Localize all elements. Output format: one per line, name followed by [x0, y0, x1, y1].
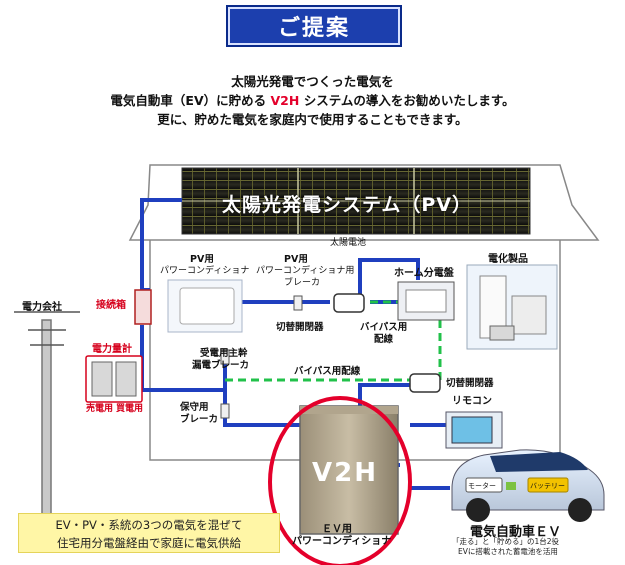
bypass-label-1: バイパス用 [360, 322, 408, 333]
intro-line-1: 太陽光発電でつくった電気を [231, 74, 394, 89]
bypass-wiring-lines [225, 300, 442, 382]
ev-car [451, 449, 605, 522]
proposal-title: ご提案 [277, 16, 350, 41]
intro-v2h-highlight: V2H [270, 93, 300, 108]
buy-label: 買電用 [116, 404, 144, 414]
v2h-label: V2H [312, 458, 378, 488]
switch-label-2: 切替開閉器 [446, 378, 494, 389]
intro-line-3: 更に、貯めた電気を家庭内で使用することもできます。 [157, 112, 468, 127]
main-breaker-label-1: 受電用主幹 [200, 348, 248, 359]
ev-title: 電気自動車ＥＶ [470, 525, 562, 540]
intro-line-2-pre: 電気自動車（EV）に貯める [110, 93, 271, 108]
remote-label: リモコン [452, 396, 492, 407]
summary-note-line-1: EV・PV・系統の3つの電気を混ぜて [55, 518, 243, 532]
pv-breaker-label-2: パワーコンディショナ用 [256, 266, 355, 276]
battery-label: バッテリー [530, 482, 565, 490]
proposal-title-badge: ご提案 [226, 5, 402, 47]
v2h-highlight-circle [268, 396, 412, 565]
appliances-label: 電化製品 [488, 254, 528, 265]
v2h-unit [299, 405, 399, 535]
pv-breaker-label-1: PV用 [284, 254, 308, 265]
solar-cell-label: 太陽電池 [330, 238, 367, 248]
junction-box-shape [134, 289, 152, 325]
summary-note: EV・PV・系統の3つの電気を混ぜて 住宅用分電盤経由で家庭に電気供給 [18, 513, 280, 553]
intro-line-2-post: システムの導入をお勧めいたします。 [299, 93, 515, 108]
protect-breaker-label-2: ブレーカ [180, 414, 219, 425]
bypass-wiring-label: バイパス用配線 [294, 366, 361, 377]
pv-pcs-label-2: パワーコンディショナ [160, 266, 250, 276]
power-company-label: 電力会社 [22, 302, 62, 313]
motor-label: モーター [468, 482, 496, 490]
protect-breaker-label-1: 保守用 [180, 402, 209, 413]
pv-system-label: 太陽光発電システム（PV） [222, 194, 473, 216]
home-panel-label: ホーム分電盤 [394, 268, 454, 279]
junction-box-label: 接続箱 [96, 300, 126, 311]
utility-pole [14, 311, 80, 516]
ev-pcs-label-1: ＥＶ用 [322, 524, 352, 535]
pv-pcs-label-1: PV用 [190, 254, 214, 265]
wiring-lines [110, 198, 450, 490]
intro-text: 太陽光発電でつくった電気を 電気自動車（EV）に貯める V2H システムの導入を… [0, 72, 625, 129]
main-breaker-label-2: 漏電ブレーカ [192, 360, 250, 371]
ev-pcs-label-2: パワーコンディショナ [292, 536, 392, 547]
bypass-label-2: 配線 [374, 334, 394, 345]
switch-label-1: 切替開閉器 [276, 322, 324, 333]
pv-breaker-label-3: ブレーカ [284, 278, 321, 288]
intro-line-2: 電気自動車（EV）に貯める V2H システムの導入をお勧めいたします。 [0, 91, 625, 110]
sell-label: 売電用 [86, 404, 114, 414]
ev-note-1: 「走る」と「貯める」の1台2役 [452, 537, 560, 546]
summary-note-line-2: 住宅用分電盤経由で家庭に電気供給 [57, 536, 241, 550]
ev-note-2: EVに搭載された蓄電池を活用 [458, 547, 558, 556]
meter-label: 電力量計 [92, 344, 132, 355]
